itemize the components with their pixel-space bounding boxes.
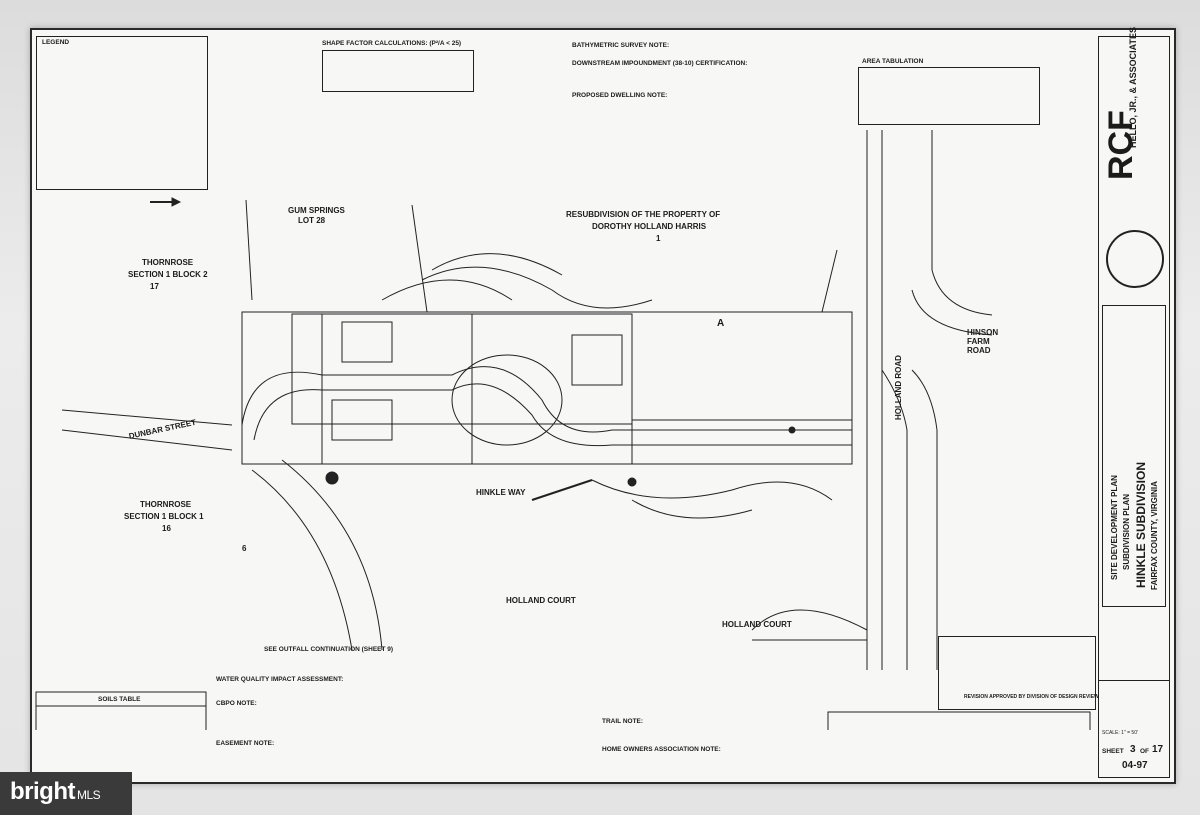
proposed-dwelling-note: PROPOSED DWELLING NOTE: bbox=[572, 92, 668, 99]
label-hinson-farm: HINSON FARM ROAD bbox=[967, 328, 999, 355]
label-hinkle-way: HINKLE WAY bbox=[476, 488, 526, 497]
firm-name: HELLO, JR., & ASSOCIATES bbox=[1128, 26, 1138, 148]
label-thornrose-top-section: SECTION 1 BLOCK 2 bbox=[128, 270, 208, 279]
title-main: HINKLE SUBDIVISION bbox=[1134, 461, 1148, 588]
site-plan-drawing bbox=[35, 130, 1091, 730]
hoa-note: HOME OWNERS ASSOCIATION NOTE: bbox=[602, 746, 721, 753]
easement-note: EASEMENT NOTE: bbox=[216, 740, 275, 747]
sheet-info-box bbox=[1098, 680, 1170, 778]
soils-table-title: SOILS TABLE bbox=[98, 696, 141, 703]
label-holland-court: HOLLAND COURT bbox=[506, 596, 576, 605]
label-holland-road: HOLLAND ROAD bbox=[894, 355, 903, 420]
label-dorothy: DOROTHY HOLLAND HARRIS bbox=[592, 222, 707, 231]
downstream-note: DOWNSTREAM IMPOUNDMENT (38-10) CERTIFICA… bbox=[572, 60, 748, 67]
title-county: FAIRFAX COUNTY, VIRGINIA bbox=[1150, 481, 1159, 590]
label-gum-springs: GUM SPRINGS bbox=[288, 206, 345, 215]
water-quality-note: WATER QUALITY IMPACT ASSESSMENT: bbox=[216, 676, 344, 683]
label-thornrose-bottom-section: SECTION 1 BLOCK 1 bbox=[124, 512, 204, 521]
engineer-seal bbox=[1106, 230, 1164, 288]
trail-note: TRAIL NOTE: bbox=[602, 718, 644, 725]
label-lot-a: A bbox=[717, 318, 725, 329]
bathymetric-note: BATHYMETRIC SURVEY NOTE: bbox=[572, 42, 670, 49]
plan-sheet: LEGEND SHAPE FACTOR CALCULATIONS: (P²/A … bbox=[30, 26, 1176, 784]
sheet-total: 17 bbox=[1152, 744, 1164, 755]
sheet-of: OF bbox=[1140, 748, 1150, 755]
area-tabulation-title: AREA TABULATION bbox=[862, 58, 924, 65]
label-thornrose-top: THORNROSE bbox=[142, 258, 194, 267]
shape-factor-table bbox=[322, 50, 474, 92]
file-number: 04-97 bbox=[1122, 760, 1148, 771]
revision-approved: REVISION APPROVED BY DIVISION OF DESIGN … bbox=[964, 694, 1099, 700]
revision-grid bbox=[938, 636, 1096, 710]
title-subdivision-plan: SUBDIVISION PLAN bbox=[1122, 493, 1131, 570]
scale-label: SCALE: 1" = 50' bbox=[1102, 730, 1138, 736]
title-panel bbox=[1102, 305, 1166, 607]
outfall-note: SEE OUTFALL CONTINUATION (SHEET 9) bbox=[264, 646, 394, 653]
label-holland-court-2: HOLLAND COURT bbox=[722, 620, 792, 629]
label-lot-17: 17 bbox=[150, 282, 159, 291]
label-thornrose-bottom: THORNROSE bbox=[140, 500, 192, 509]
legend-table bbox=[36, 36, 208, 190]
sheet-number: 3 bbox=[1130, 744, 1136, 755]
area-tabulation-table bbox=[858, 67, 1040, 125]
label-resubdivision: RESUBDIVISION OF THE PROPERTY OF bbox=[566, 210, 721, 219]
title-site-development: SITE DEVELOPMENT PLAN bbox=[1110, 475, 1119, 580]
label-lot-6: 6 bbox=[242, 544, 247, 553]
sheet-label: SHEET bbox=[1102, 748, 1124, 755]
label-lot-1: 1 bbox=[656, 234, 661, 243]
label-lot-16: 16 bbox=[162, 524, 171, 533]
label-lot-28: LOT 28 bbox=[298, 216, 326, 225]
cbpo-note: CBPO NOTE: bbox=[216, 700, 257, 707]
shape-factor-title: SHAPE FACTOR CALCULATIONS: (P²/A < 25) bbox=[322, 40, 462, 47]
legend-title: LEGEND bbox=[42, 39, 70, 46]
